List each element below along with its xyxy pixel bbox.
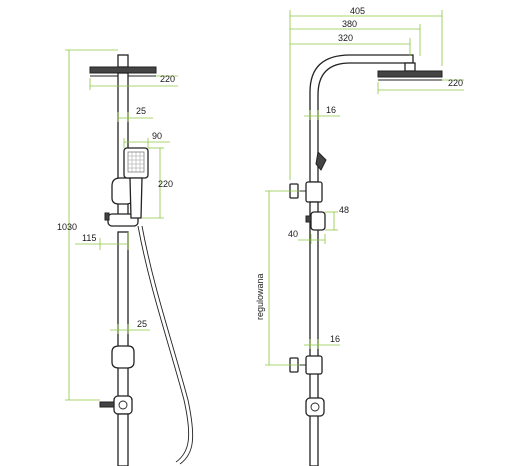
front-pipe-bottom-label: 25 [137, 319, 147, 329]
front-view: 220 25 90 220 1030 115 25 [57, 49, 194, 466]
side-head-width-label: 220 [448, 78, 463, 88]
side-lower-pipe [309, 201, 319, 466]
side-view: 405 380 320 220 16 48 40 regulowana 16 [255, 6, 464, 466]
front-lower-holder [111, 345, 135, 369]
front-hose [137, 225, 190, 463]
side-shower-head [377, 70, 443, 78]
side-reach-320-label: 320 [338, 33, 353, 43]
side-wall-outlet [305, 397, 325, 417]
side-holder-40-label: 40 [288, 229, 298, 239]
front-offset-label: 115 [82, 233, 96, 243]
front-head-width-label: 220 [160, 74, 175, 84]
front-outlet-knob [99, 401, 115, 408]
front-hand-shower-nozzles [127, 151, 145, 173]
side-pipe-bottom-label: 16 [330, 334, 340, 344]
side-holder-48-label: 48 [339, 205, 349, 215]
side-curved-arm [309, 54, 414, 183]
front-clamp-knob [104, 212, 110, 221]
front-lower-pipe [117, 231, 129, 401]
front-shower-head [89, 66, 157, 74]
side-reach-405-label: 405 [350, 6, 365, 16]
side-hand-shower [315, 150, 327, 171]
side-upper-connector [305, 181, 323, 203]
side-reach-380-label: 380 [342, 19, 357, 29]
front-dimensions [65, 49, 178, 401]
side-head-connector [404, 62, 416, 72]
side-holder [310, 211, 326, 231]
front-handset-width-label: 90 [152, 131, 162, 141]
side-pipe-top-label: 16 [326, 105, 336, 115]
side-dimensions [265, 10, 464, 366]
front-pipe-top-label: 25 [136, 106, 146, 116]
front-hand-shower-handle [129, 177, 143, 219]
side-adjustable-label: regulowana [255, 273, 265, 320]
front-head-connector [117, 54, 129, 68]
front-handset-height-label: 220 [158, 179, 173, 189]
side-lower-connector [305, 355, 323, 375]
front-overall-height-label: 1030 [57, 222, 77, 232]
front-wall-outlet [113, 395, 133, 415]
